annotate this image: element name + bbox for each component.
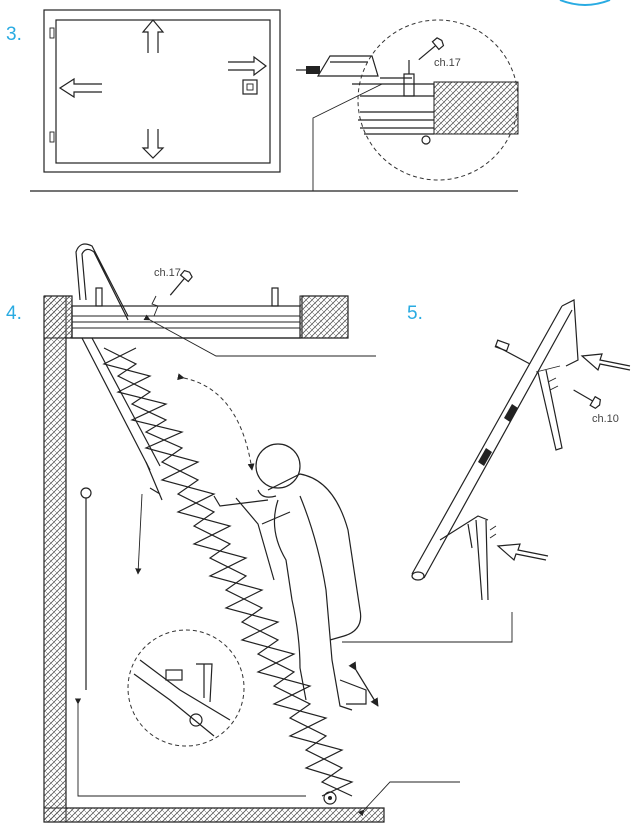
step-4-number: 4. <box>6 303 22 324</box>
lower-bracket <box>439 515 497 601</box>
pull-rod <box>80 487 92 690</box>
wrench-size-label: ch.17 <box>434 57 461 69</box>
pin-leader <box>135 493 143 575</box>
step-3-number: 3. <box>6 24 22 45</box>
direction-arrows <box>496 353 631 562</box>
floor-leader <box>74 698 306 797</box>
upper-bracket <box>494 339 563 451</box>
step-5: 5. <box>407 299 631 601</box>
handrail <box>75 243 129 321</box>
wall-section <box>43 295 385 823</box>
step-3: 3. <box>6 9 519 192</box>
bolt-indicator <box>151 295 159 317</box>
wrench-icon <box>169 269 193 296</box>
corner-decoration <box>559 0 611 6</box>
hatch-frame <box>43 9 281 173</box>
hand-leader <box>342 612 513 643</box>
hatch-box <box>71 287 301 339</box>
detail-circle-step4 <box>127 629 245 747</box>
detail-circle-step3: ch.17 <box>352 19 519 181</box>
scissor-ladder <box>81 337 354 805</box>
pole <box>411 299 579 581</box>
clamp-bracket <box>296 55 412 79</box>
adjust-arrow <box>348 661 379 707</box>
direction-arrows <box>58 19 267 159</box>
hatch-leader <box>143 314 376 357</box>
detail-leader <box>312 83 383 191</box>
wrench-icon <box>573 389 602 410</box>
wheel-leader <box>357 781 460 817</box>
rotation-arrow <box>177 373 255 471</box>
wrench-size-label: ch.17 <box>154 267 181 279</box>
wrench-size-label: ch.10 <box>592 413 619 425</box>
step-4: 4. ch.17 <box>6 243 513 823</box>
wrench-icon <box>418 37 445 61</box>
step-5-number: 5. <box>407 303 423 324</box>
